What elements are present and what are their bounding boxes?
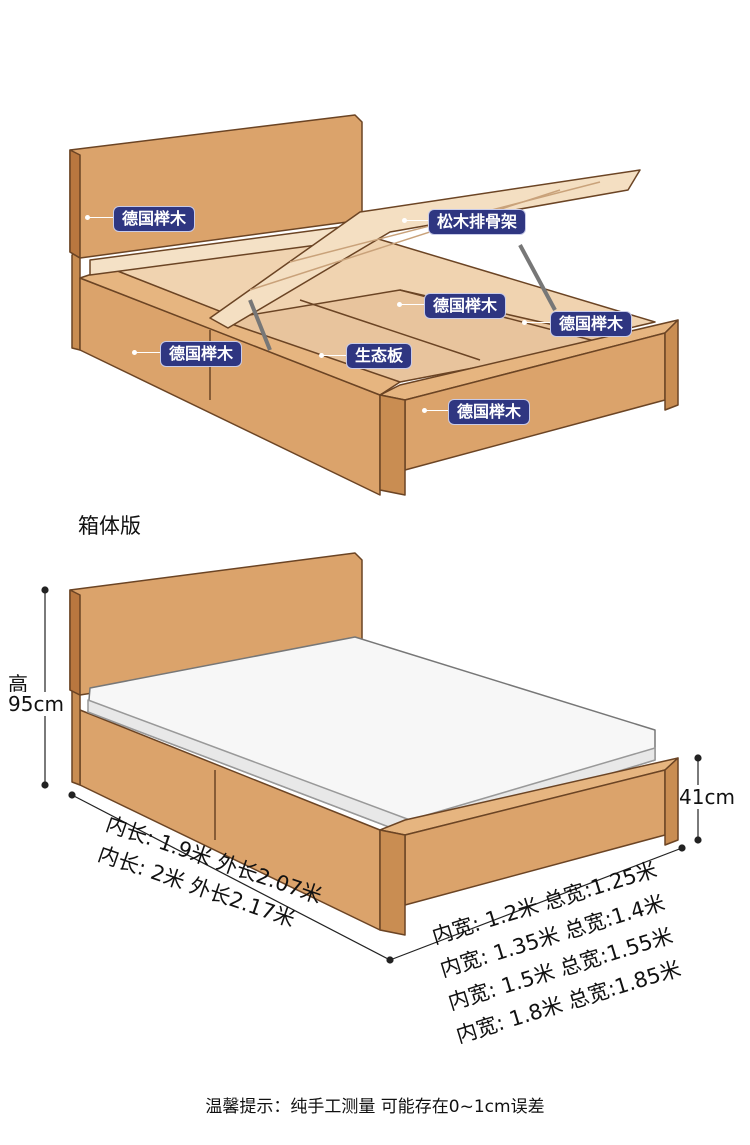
box-bed-drawing [69, 552, 679, 936]
leader-line [422, 408, 448, 413]
leader-line [85, 215, 113, 220]
label-right-rail: 德国榉木 [550, 311, 633, 337]
footer-note: 温馨提示：纯手工测量 可能存在0~1cm误差 [205, 1097, 545, 1117]
version-title: 箱体版 [78, 514, 141, 538]
height-label: 高 [8, 668, 28, 697]
leader-line [402, 218, 428, 223]
label-bottom-board: 生态板 [346, 343, 413, 369]
leader-line [132, 350, 160, 355]
leader-line [522, 320, 550, 325]
label-foot-rail: 德国榉木 [448, 399, 531, 425]
leader-line [397, 302, 424, 307]
side-height-value: 41cm [679, 785, 735, 809]
label-headboard: 德国榉木 [113, 206, 196, 232]
height-value: 95cm [8, 692, 64, 716]
dimension-lines [41, 586, 702, 964]
leader-line [319, 353, 346, 358]
label-center-divider: 德国榉木 [424, 293, 507, 319]
storage-bed-drawing [69, 114, 679, 496]
label-left-rail: 德国榉木 [160, 341, 243, 367]
label-slat-frame: 松木排骨架 [428, 209, 527, 235]
